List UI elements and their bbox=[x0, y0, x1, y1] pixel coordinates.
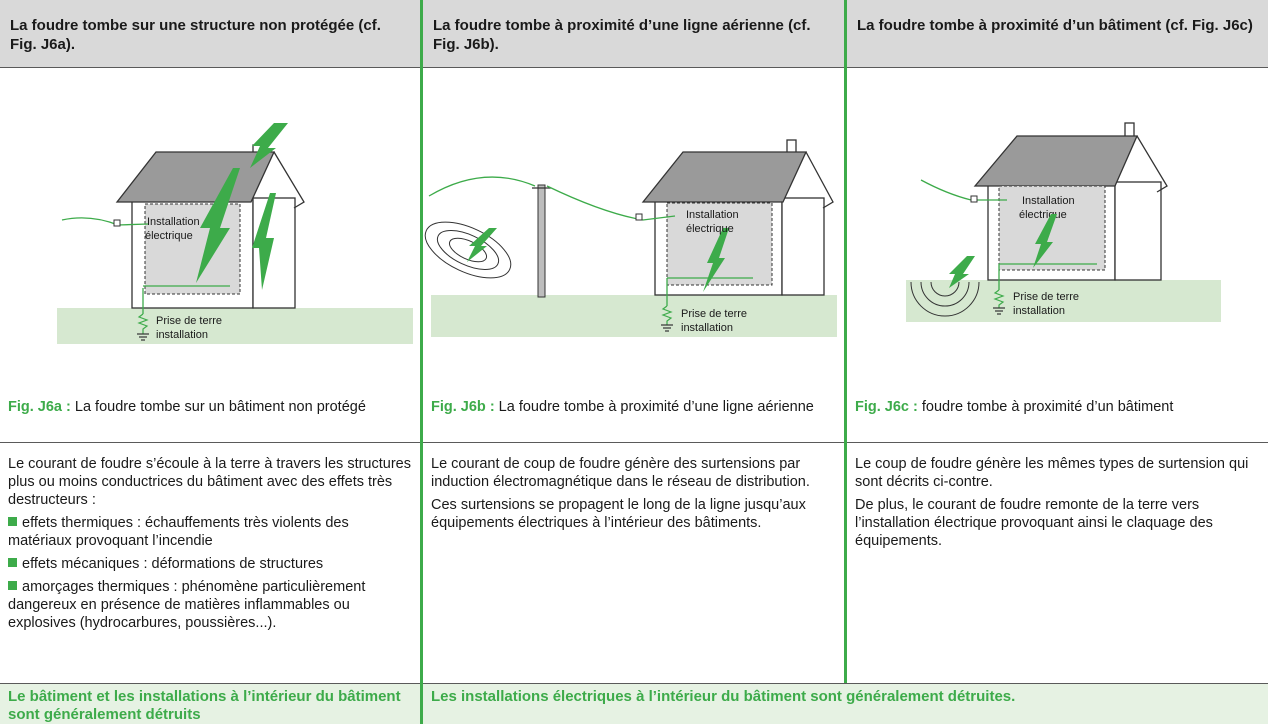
ground bbox=[57, 308, 413, 344]
installation-label: Installation bbox=[1022, 195, 1075, 207]
overhead-line-illustration: Installation électrique Prise de terre i… bbox=[424, 139, 837, 337]
house-side-wall bbox=[1114, 181, 1162, 281]
lightning-bolt-icon bbox=[703, 228, 729, 292]
figure-caption: Fig. J6c : foudre tombe à proximité d’un… bbox=[855, 399, 1174, 415]
bullet-square-icon bbox=[8, 517, 17, 526]
figure-caption: Fig. J6b : La foudre tombe à proximité d… bbox=[431, 399, 814, 415]
figure-j6c: Installation électrique Prise de terre i… bbox=[847, 68, 1267, 388]
ground bbox=[431, 295, 837, 337]
body-paragraph: Le courant de foudre s’écoule à la terre… bbox=[8, 456, 411, 508]
bullet-square-icon bbox=[8, 581, 17, 590]
earth-resistor-icon bbox=[993, 289, 1005, 308]
earth-resistor-icon bbox=[661, 305, 673, 325]
lightning-bolt-icon bbox=[252, 193, 276, 290]
nearby-strike-illustration: Installation électrique Prise de terre i… bbox=[906, 122, 1221, 322]
utility-pole bbox=[537, 184, 546, 298]
roof bbox=[641, 151, 808, 203]
header-divider bbox=[0, 67, 1268, 68]
figure-caption: Fig. J6a : La foudre tombe sur un bâtime… bbox=[8, 399, 366, 415]
body-paragraph: Ces surtensions se propagent le long de … bbox=[431, 497, 806, 531]
column-separator bbox=[420, 0, 423, 724]
roof bbox=[973, 135, 1138, 187]
installation-label: Installation bbox=[686, 209, 739, 221]
earth-resistor-icon bbox=[137, 313, 149, 334]
column-overhead-line: La foudre tombe à proximité d’une ligne … bbox=[423, 0, 844, 724]
overhead-line bbox=[428, 176, 536, 197]
column-body: Le coup de foudre génère les mêmes types… bbox=[855, 455, 1262, 555]
house-side-wall bbox=[252, 197, 296, 309]
earth-label: Prise de terre bbox=[156, 315, 222, 327]
earth-label: Prise de terre bbox=[681, 308, 747, 320]
footer-right-conclusion: Les installations électriques à l’intéri… bbox=[423, 684, 1268, 724]
column-separator bbox=[844, 0, 847, 683]
house-side-wall bbox=[781, 197, 825, 296]
lightning-bolt-icon bbox=[196, 168, 240, 283]
house-direct-strike-illustration: Installation électrique Prise de terre i… bbox=[57, 123, 413, 344]
installation-zone bbox=[144, 203, 241, 295]
installation-label: électrique bbox=[145, 230, 193, 242]
body-paragraph: Le courant de coup de foudre génère des … bbox=[431, 456, 810, 490]
footer-divider bbox=[0, 683, 1268, 684]
body-paragraph: Le coup de foudre génère les mêmes types… bbox=[855, 456, 1249, 490]
bullet-item: effets mécaniques : déformations de stru… bbox=[8, 555, 414, 573]
column-direct-strike: La foudre tombe sur une structure non pr… bbox=[0, 0, 420, 724]
figure-j6a: Installation électrique Prise de terre i… bbox=[0, 68, 420, 388]
footer-left-conclusion: Le bâtiment et les installations à l’int… bbox=[0, 684, 420, 724]
column-nearby-strike: La foudre tombe à proximité d’un bâtimen… bbox=[847, 0, 1268, 724]
earth-label: installation bbox=[681, 322, 733, 334]
body-paragraph: De plus, le courant de foudre remonte de… bbox=[855, 497, 1213, 549]
lightning-bolt-icon bbox=[467, 228, 497, 262]
installation-label: électrique bbox=[1019, 209, 1067, 221]
caption-divider bbox=[0, 442, 1268, 443]
column-body: Le courant de foudre s’écoule à la terre… bbox=[8, 455, 414, 637]
figure-j6b: Installation électrique Prise de terre i… bbox=[423, 68, 843, 388]
roof bbox=[115, 151, 276, 203]
earth-label: installation bbox=[156, 329, 208, 341]
column-body: Le courant de coup de foudre génère des … bbox=[431, 455, 838, 537]
earth-current-ring bbox=[920, 281, 970, 307]
lightning-bolt-icon bbox=[250, 123, 288, 168]
lightning-bolt-icon bbox=[949, 256, 975, 288]
installation-label: Installation bbox=[147, 216, 200, 228]
earth-label: Prise de terre bbox=[1013, 291, 1079, 303]
column-header: La foudre tombe à proximité d’un bâtimen… bbox=[847, 0, 1268, 67]
column-header: La foudre tombe sur une structure non pr… bbox=[0, 0, 420, 67]
lightning-bolt-icon bbox=[1033, 214, 1057, 268]
installation-label: électrique bbox=[686, 223, 734, 235]
bullet-item: amorçages thermiques : phénomène particu… bbox=[8, 579, 366, 631]
bullet-square-icon bbox=[8, 558, 17, 567]
bullet-item: effets thermiques : échauffements très v… bbox=[8, 515, 349, 549]
earth-label: installation bbox=[1013, 305, 1065, 317]
column-header: La foudre tombe à proximité d’une ligne … bbox=[423, 0, 844, 67]
induction-field-ring bbox=[424, 221, 512, 279]
